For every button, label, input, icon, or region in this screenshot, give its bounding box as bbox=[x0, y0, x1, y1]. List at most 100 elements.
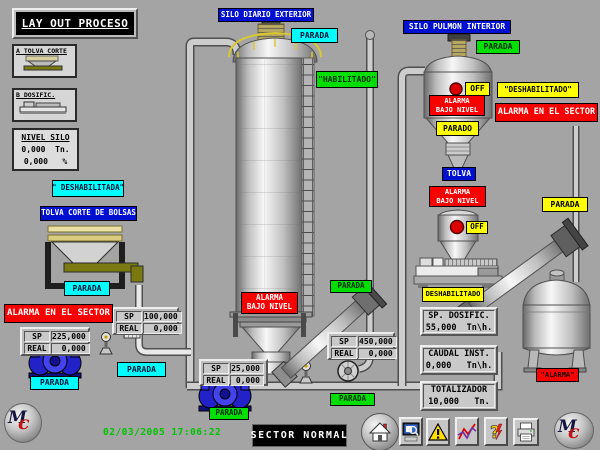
alarm-line2: BAJO NIVEL bbox=[435, 105, 479, 114]
alarm-low-level-silo: ALARMA BAJO NIVEL bbox=[241, 292, 298, 314]
status-parada-blower: PARADA bbox=[330, 393, 375, 406]
nav-button-dosific[interactable]: B DOSIFIC. bbox=[12, 88, 77, 122]
status-deshabilitado-feeder: DESHABILITADO bbox=[422, 287, 484, 302]
off-button-silo[interactable]: OFF bbox=[465, 82, 490, 96]
silo-pulmon-title: SILO PULMON INTERIOR bbox=[403, 20, 511, 34]
title-frame: LAY OUT PROCESO bbox=[12, 8, 138, 39]
blower[interactable] bbox=[337, 360, 359, 382]
nav-button-tolva-corte-label: A TOLVA CORTE bbox=[16, 47, 67, 55]
pipe-silo-pulmon-feed bbox=[397, 66, 425, 386]
sp-label: SP bbox=[203, 363, 229, 374]
sp-value[interactable]: 225,000 bbox=[51, 331, 90, 342]
sector-status: SECTOR NORMAL bbox=[251, 424, 347, 447]
totalizador-box: TOTALIZADOR 10,000 Tn. bbox=[420, 381, 498, 411]
sp-label: SP bbox=[331, 336, 357, 347]
sp-value[interactable]: 450,000 bbox=[358, 336, 397, 347]
status-parada-pump-a: PARADA bbox=[30, 376, 79, 390]
trends-button[interactable] bbox=[455, 417, 479, 446]
monitor-search-icon bbox=[402, 422, 420, 441]
trend-icon bbox=[457, 422, 477, 440]
status-parada-silo-top: PARADA bbox=[291, 28, 338, 43]
help-icon: ? bbox=[490, 422, 503, 442]
silo-diario bbox=[228, 16, 322, 375]
nivel-silo-box: NIVEL SILO 0,000 Tn. 0,000 % bbox=[12, 128, 79, 171]
status-parada-conveyor-center: PARADA bbox=[330, 280, 372, 293]
status-deshabilitada: " DESHABILITADA" bbox=[52, 180, 124, 197]
tolva-title: TOLVA bbox=[442, 167, 476, 181]
real-label: REAL bbox=[116, 323, 142, 334]
real-label: REAL bbox=[203, 375, 229, 386]
sp-value[interactable]: 25,000 bbox=[230, 363, 264, 374]
sp-value[interactable]: 100,000 bbox=[143, 311, 182, 322]
silo-diario-title: SILO DIARIO EXTERIOR bbox=[218, 8, 314, 22]
dosific-thumbnail-icon bbox=[19, 101, 67, 114]
nivel-silo-title: NIVEL SILO bbox=[21, 132, 70, 142]
timestamp: 02/03/2005 17:06:22 bbox=[103, 427, 222, 438]
alarm-low-level-pulmon: ALARMA BAJO NIVEL bbox=[429, 95, 485, 116]
alarm-tank: "ALARMA" bbox=[536, 368, 579, 382]
real-label: REAL bbox=[24, 343, 50, 354]
real-value: 0,000 bbox=[230, 375, 264, 386]
pipe-transport-bottom bbox=[187, 352, 503, 391]
real-label: REAL bbox=[331, 348, 357, 359]
warning-icon bbox=[428, 422, 448, 441]
alarm-line2: BAJO NIVEL bbox=[246, 302, 293, 311]
alarm-line1: ALARMA bbox=[444, 188, 471, 197]
logo-letter-c: c bbox=[18, 412, 30, 434]
tolva-corte-thumbnail-icon bbox=[23, 55, 63, 71]
totalizador-value: 10,000 Tn. bbox=[428, 397, 490, 407]
pipe-tolva-discharge bbox=[135, 285, 191, 356]
status-parada-pump-b: PARADA bbox=[209, 407, 249, 420]
real-value: 0,000 bbox=[51, 343, 90, 354]
silo-ladder bbox=[301, 57, 315, 317]
real-value: 0,000 bbox=[143, 323, 182, 334]
setpoint-box-100[interactable]: SP 100,000 REAL 0,000 bbox=[112, 307, 182, 335]
print-icon bbox=[517, 422, 535, 442]
alarm-line1: ALARMA bbox=[255, 293, 284, 303]
setpoint-box-225[interactable]: SP 225,000 REAL 0,000 bbox=[20, 327, 90, 356]
caudal-value: 0,000 Tn\h. bbox=[425, 361, 493, 371]
mixer-tank bbox=[522, 269, 591, 373]
setpoint-box-25[interactable]: SP 25,000 REAL 0,000 bbox=[199, 359, 268, 386]
alarm-sector-right: ALARMA EN EL SECTOR bbox=[495, 103, 598, 122]
monitor-search-button[interactable] bbox=[399, 417, 423, 446]
sp-dosific-value: 55,000 Tn\h. bbox=[425, 322, 493, 333]
sp-label: SP bbox=[116, 311, 142, 322]
pipe-silo-feed-left bbox=[185, 37, 242, 388]
sp-dosific-label: SP. DOSIFIC. bbox=[428, 310, 490, 321]
nav-button-tolva-corte[interactable]: A TOLVA CORTE bbox=[12, 44, 77, 78]
home-button[interactable] bbox=[361, 413, 399, 450]
logo-letter-m: M bbox=[558, 417, 577, 437]
dosing-feeder bbox=[413, 257, 503, 288]
print-button[interactable] bbox=[513, 418, 539, 446]
bag-dump-hopper bbox=[45, 225, 144, 289]
page-title: LAY OUT PROCESO bbox=[16, 12, 134, 35]
alarms-button[interactable] bbox=[426, 418, 450, 446]
status-parada-tolva: PARADA bbox=[64, 281, 110, 296]
setpoint-box-450[interactable]: SP 450,000 REAL 0,000 bbox=[327, 332, 397, 360]
sp-dosific-box: SP. DOSIFIC. 55,000 Tn\h. bbox=[420, 307, 498, 336]
off-button-tolva[interactable]: OFF bbox=[466, 221, 488, 234]
silo-pulmon-indicator bbox=[449, 82, 463, 96]
status-parada-line: PARADA bbox=[117, 362, 166, 377]
discharge-screw bbox=[63, 262, 144, 283]
totalizador-label: TOTALIZADOR bbox=[430, 385, 488, 395]
alarm-line2: BAJO NIVEL bbox=[436, 196, 479, 205]
status-habilitado: "HABILITADO" bbox=[316, 71, 378, 88]
tolva-corte-title: TOLVA CORTE DE BOLSAS bbox=[40, 206, 137, 221]
help-button[interactable]: ? bbox=[484, 417, 508, 446]
status-parada-conveyor-right: PARADA bbox=[542, 197, 588, 212]
company-logo-right: M c bbox=[554, 412, 594, 449]
alarm-line1: ALARMA bbox=[444, 97, 470, 106]
sp-label: SP bbox=[24, 331, 50, 342]
valve-left[interactable] bbox=[99, 332, 113, 355]
logo-letter-c: c bbox=[568, 421, 580, 443]
tolva-indicator bbox=[449, 219, 465, 235]
status-deshabilitado-quoted: "DESHABILITADO" bbox=[497, 82, 579, 98]
logo-letter-m: M bbox=[8, 408, 27, 428]
alarm-sector-left: ALARMA EN EL SECTOR bbox=[4, 304, 113, 323]
status-parado: PARADO bbox=[436, 121, 479, 136]
caudal-box: CAUDAL INST. 0,000 Tn\h. bbox=[420, 345, 498, 375]
svg-text:?: ? bbox=[490, 423, 500, 442]
